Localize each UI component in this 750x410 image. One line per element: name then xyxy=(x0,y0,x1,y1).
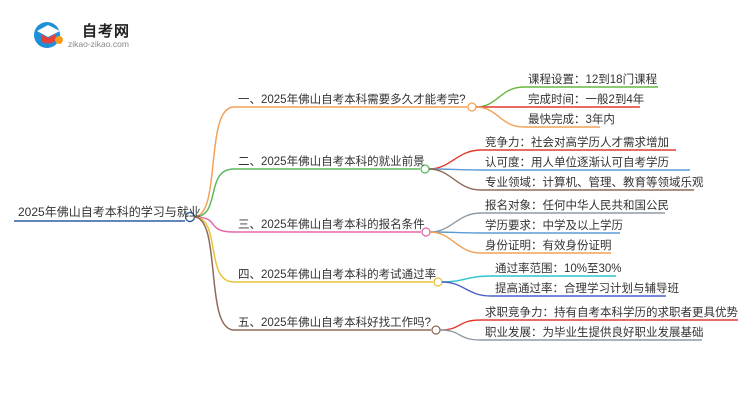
branch-5-node xyxy=(431,325,441,335)
leaf-5-2-curve xyxy=(439,329,482,341)
leaf-4-2-curve xyxy=(441,281,492,297)
leaf-1-3: 最快完成：3年内 xyxy=(528,114,615,126)
leaf-5-1-curve xyxy=(439,319,482,331)
leaf-2-1: 竞争力：社会对高学历人才需求增加 xyxy=(485,137,669,149)
branch-5-curve xyxy=(193,216,235,331)
leaf-5-2: 职业发展：为毕业生提供良好职业发展基础 xyxy=(485,327,704,339)
branch-3-curve xyxy=(193,216,235,233)
leaf-3-3-curve xyxy=(429,231,482,254)
branch-5-label: 五、2025年佛山自考本科好找工作吗? xyxy=(238,317,431,329)
branch-3-label: 三、2025年佛山自考本科的报名条件 xyxy=(238,219,425,231)
site-url: zikao-zikao.com xyxy=(68,39,129,49)
leaf-3-1: 报名对象：任何中华人民共和国公民 xyxy=(485,200,669,212)
leaf-4-1-curve xyxy=(441,275,492,283)
branch-1-node xyxy=(467,102,477,112)
leaf-3-1-curve xyxy=(429,212,482,233)
leaf-4-1: 通过率范围：10%至30% xyxy=(495,263,622,275)
leaf-2-2: 认可度：用人单位逐渐认可自考学历 xyxy=(485,157,669,169)
logo-graduation-cap-icon xyxy=(34,22,63,48)
branch-1-label: 一、2025年佛山自考本科需要多久才能考完? xyxy=(238,94,466,106)
branch-1-curve xyxy=(193,106,235,218)
leaf-5-1: 求职竞争力：持有自考本科学历的求职者更具优势 xyxy=(485,307,738,319)
leaf-4-2: 提高通过率：合理学习计划与辅导班 xyxy=(495,283,679,295)
leaf-1-1: 课程设置：12到18门课程 xyxy=(528,74,658,86)
site-name: 自考网 xyxy=(82,23,131,40)
leaf-1-3-curve xyxy=(475,106,525,128)
leaf-2-1-curve xyxy=(428,149,482,170)
leaf-2-3: 专业领域：计算机、管理、教育等领域乐观 xyxy=(485,177,704,189)
leaf-1-1-curve xyxy=(475,86,525,108)
branch-4-curve xyxy=(193,216,235,283)
leaf-3-2: 学历要求：中学及以上学历 xyxy=(485,220,623,232)
branch-2-label: 二、2025年佛山自考本科的就业前景 xyxy=(238,156,425,168)
leaf-3-3: 身份证明：有效身份证明 xyxy=(485,240,612,252)
leaf-1-2: 完成时间：一般2到4年 xyxy=(528,94,645,106)
branch-2-curve xyxy=(193,168,235,218)
leaf-2-3-curve xyxy=(428,168,482,191)
site-logo[interactable]: 自考网 zikao-zikao.com xyxy=(30,18,170,52)
mindmap-root-label: 2025年佛山自考本科的学习与就业 xyxy=(18,205,201,219)
branch-4-label: 四、2025年佛山自考本科的考试通过率 xyxy=(238,269,437,281)
